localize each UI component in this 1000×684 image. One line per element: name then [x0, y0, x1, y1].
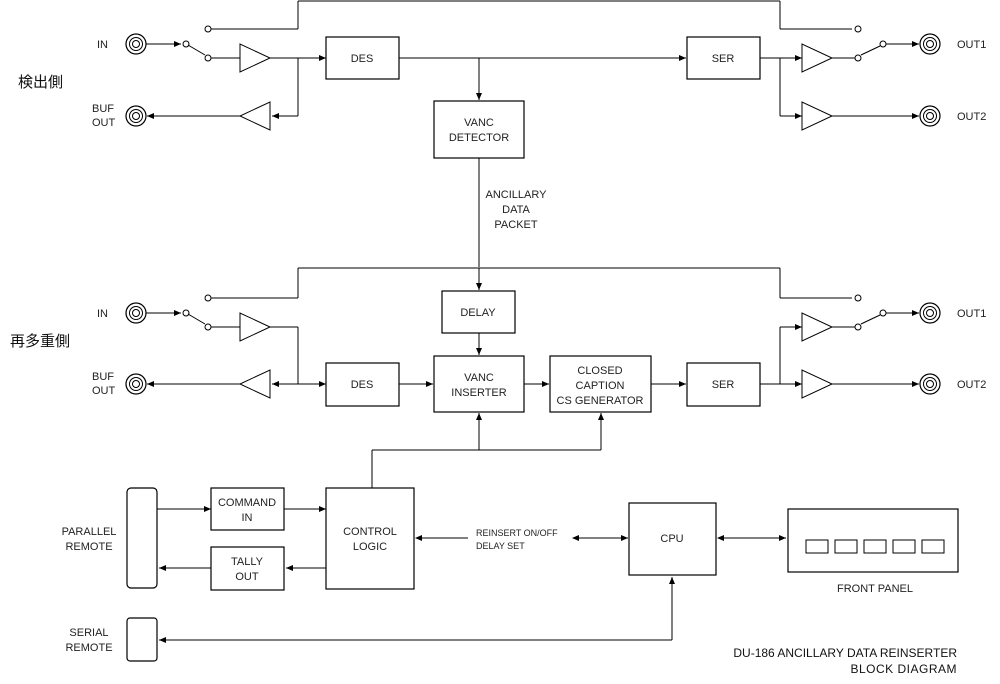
top-in-label: IN — [97, 39, 108, 51]
detect-side-label: 検出側 — [18, 73, 63, 91]
serial-label-1: SERIAL — [69, 627, 108, 639]
diagram-title-line-1: DU-186 ANCILLARY DATA REINSERTER — [733, 646, 957, 660]
top-buf-label: BUF — [92, 103, 114, 115]
serial-remote-connector — [126, 617, 158, 662]
top-out1-connector — [919, 33, 941, 55]
serial-label-2: REMOTE — [65, 642, 112, 654]
bottom-out2-label: OUT2 — [957, 379, 986, 391]
vanc-detector-block — [433, 100, 525, 159]
top-in-connector — [125, 33, 147, 55]
diagram-title-line-2: BLOCK DIAGRAM — [850, 662, 957, 676]
bottom-input-switch-icon — [182, 294, 212, 331]
vanc-detector-label-2: DETECTOR — [449, 132, 509, 144]
front-panel-buttons — [805, 539, 945, 554]
top-input-amplifier-icon — [239, 43, 272, 73]
cc-label-1: CLOSED — [577, 365, 622, 377]
top-out2-amplifier-icon — [801, 101, 834, 131]
top-ser-label: SER — [712, 53, 735, 65]
bottom-buf-label: BUF — [92, 371, 114, 383]
reinsert-label-1: REINSERT ON/OFF — [476, 528, 558, 538]
front-panel-label: FRONT PANEL — [837, 583, 913, 595]
bottom-input-amplifier-icon — [239, 312, 272, 342]
tally-out-block — [210, 546, 285, 591]
cc-label-3: CS GENERATOR — [557, 395, 644, 407]
packet-label-3: PACKET — [494, 219, 537, 231]
vanc-detector-label-1: VANC — [464, 117, 494, 129]
bottom-out1-amplifier-icon — [801, 312, 834, 342]
command-label-2: IN — [242, 512, 253, 524]
top-out2-label: OUT2 — [957, 111, 986, 123]
bottom-out2-amplifier-icon — [801, 369, 834, 399]
delay-block — [441, 290, 516, 334]
packet-label-2: DATA — [502, 204, 530, 216]
top-input-switch-icon — [182, 25, 212, 62]
parallel-label-1: PARALLEL — [62, 526, 117, 538]
command-in-block — [210, 487, 285, 531]
vanc-inserter-label-1: VANC — [464, 372, 494, 384]
top-buffer-amplifier-icon — [238, 101, 271, 131]
bottom-buf-out-connector — [125, 373, 147, 395]
bottom-out-label: OUT — [92, 385, 116, 397]
bottom-ser-label: SER — [712, 379, 735, 391]
bottom-des-label: DES — [351, 379, 374, 391]
bottom-buffer-amplifier-icon — [238, 369, 271, 399]
cpu-block — [628, 502, 717, 576]
top-out1-label: OUT1 — [957, 39, 986, 51]
vanc-inserter-block — [433, 355, 525, 413]
top-des-label: DES — [351, 53, 374, 65]
cpu-label: CPU — [660, 533, 683, 545]
vanc-inserter-label-2: INSERTER — [451, 387, 506, 399]
reinsert-side-label: 再多重側 — [10, 332, 70, 350]
control-label-1: CONTROL — [343, 526, 397, 538]
command-label-1: COMMAND — [218, 497, 276, 509]
top-out1-amplifier-icon — [801, 43, 834, 73]
bottom-output-switch-icon — [854, 294, 887, 331]
control-section: PARALLEL REMOTE COMMAND IN TALLY OUT CON… — [62, 413, 959, 662]
control-logic-block — [325, 487, 415, 590]
tally-label-2: OUT — [235, 571, 259, 583]
bottom-out1-label: OUT1 — [957, 308, 986, 320]
top-section: IN BUF OUT — [92, 0, 986, 159]
bottom-in-connector — [125, 302, 147, 324]
top-ser-block — [686, 36, 761, 80]
control-label-2: LOGIC — [353, 541, 387, 553]
closed-caption-block — [549, 355, 652, 413]
bottom-section: IN BUF OUT DES — [92, 267, 986, 413]
parallel-label-2: REMOTE — [65, 541, 112, 553]
bottom-in-label: IN — [97, 308, 108, 320]
packet-label-1: ANCILLARY — [486, 189, 548, 201]
bottom-ser-block — [686, 362, 761, 407]
bottom-out2-connector — [919, 373, 941, 395]
parallel-remote-connector — [126, 487, 158, 589]
top-buf-out-connector — [125, 105, 147, 127]
bottom-des-block — [325, 362, 400, 407]
top-out-label: OUT — [92, 117, 116, 129]
bottom-out1-connector — [919, 302, 941, 324]
reinsert-label-2: DELAY SET — [476, 541, 525, 551]
tally-label-1: TALLY — [231, 556, 264, 568]
cc-label-2: CAPTION — [576, 380, 625, 392]
top-out2-connector — [919, 105, 941, 127]
top-output-switch-icon — [854, 25, 887, 62]
delay-label: DELAY — [460, 307, 496, 319]
top-des-block — [325, 36, 400, 80]
